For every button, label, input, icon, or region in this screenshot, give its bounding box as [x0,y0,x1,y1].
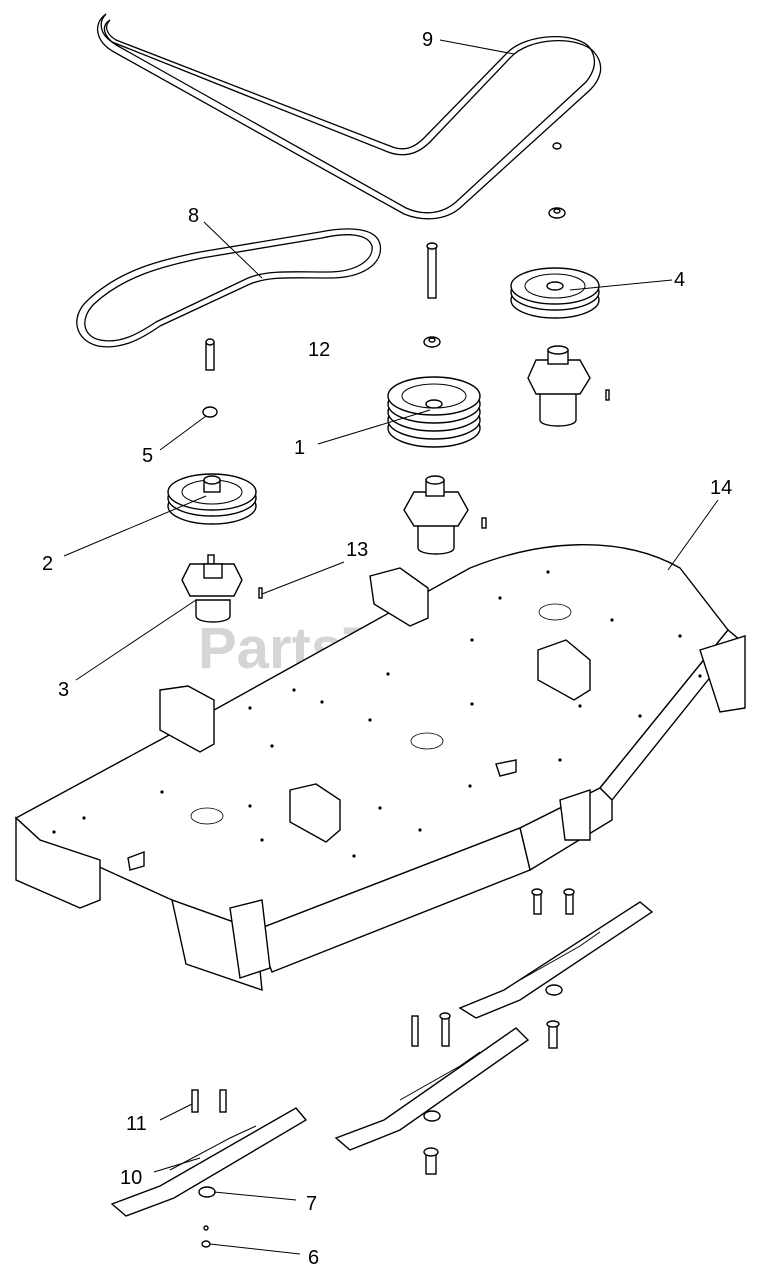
blade-middle [334,1027,530,1151]
callout-2: 2 [42,553,53,575]
part-9-belt-large [96,13,602,220]
hardware-top-right [548,142,566,219]
callout-1: 1 [294,437,305,459]
callout-13: 13 [346,539,368,561]
blade-right [458,901,654,1019]
leader-lines [63,39,719,1255]
callout-12: 12 [308,339,330,361]
callouts: 9 8 4 12 1 5 14 13 2 3 11 10 7 6 [42,29,732,1269]
spindle-center [403,475,487,555]
part-2-pulley [167,473,257,525]
part-3-spindle [181,554,263,623]
part-14-deck [14,544,746,992]
callout-8: 8 [188,205,199,227]
blade-left [110,1107,308,1217]
part-1-pulley-double [387,376,481,448]
hardware-below-deck [191,888,575,1248]
callout-5: 5 [142,445,153,467]
part-4-pulley [510,267,600,319]
callout-3: 3 [58,679,69,701]
callout-11: 11 [126,1113,147,1135]
callout-6: 6 [308,1247,319,1269]
bolt-left [202,338,218,418]
callout-10: 10 [120,1167,142,1189]
bolt-center [423,242,441,348]
callout-4: 4 [674,269,685,291]
spindle-right [527,345,610,427]
callout-14: 14 [710,477,732,499]
callout-9: 9 [422,29,433,51]
part-8-belt-small [76,228,382,348]
callout-7: 7 [306,1193,317,1215]
